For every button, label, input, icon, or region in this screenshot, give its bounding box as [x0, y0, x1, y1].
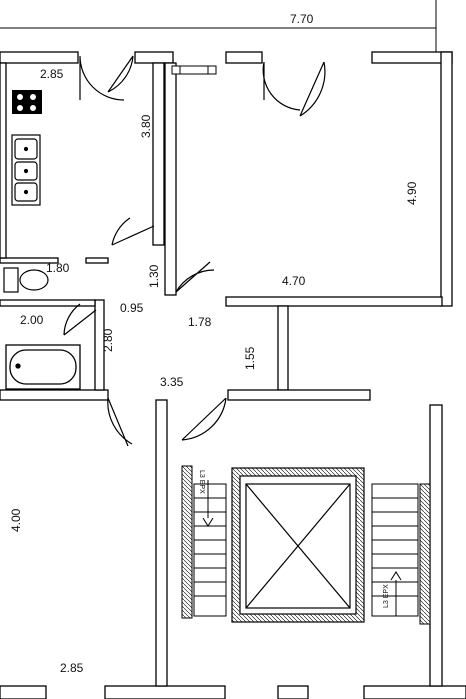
dim-hall-length: 1.55	[243, 346, 257, 370]
dim-hall-width: 1.78	[188, 315, 212, 329]
doors	[63, 55, 326, 447]
vent-icon	[171, 65, 217, 75]
dim-bath-width: 2.00	[20, 313, 44, 327]
stair-flight-left	[181, 465, 227, 619]
sink-icon	[11, 134, 41, 206]
stair-label-top: L3 EPX	[198, 470, 205, 494]
dim-bath-length: 2.80	[101, 328, 115, 352]
dim-room-width: 4.70	[282, 274, 306, 288]
dim-kitchen-length: 3.80	[139, 114, 153, 138]
dim-room-length: 4.90	[405, 181, 419, 205]
dim-toilet-length: 1.30	[147, 264, 161, 288]
exterior-walls	[0, 51, 466, 699]
dim-kitchen-width: 2.85	[40, 67, 64, 81]
elevator-shaft	[231, 467, 365, 623]
toilet-icon	[3, 267, 49, 293]
dim-top-width: 7.70	[290, 12, 314, 26]
stair-label-bottom: L3 EPX	[383, 584, 390, 608]
stair-flight-right	[371, 483, 431, 625]
interior-walls	[0, 62, 443, 687]
top-dimension-line	[0, 0, 437, 52]
dim-room2-length: 4.00	[9, 508, 23, 532]
dim-hall-small: 0.95	[120, 301, 144, 315]
stove-icon	[12, 90, 42, 114]
dim-corridor-width: 3.35	[160, 375, 184, 389]
dim-toilet-width: 1.80	[46, 261, 70, 275]
bathtub-icon	[5, 344, 81, 390]
dim-room2-width: 2.85	[60, 661, 84, 675]
